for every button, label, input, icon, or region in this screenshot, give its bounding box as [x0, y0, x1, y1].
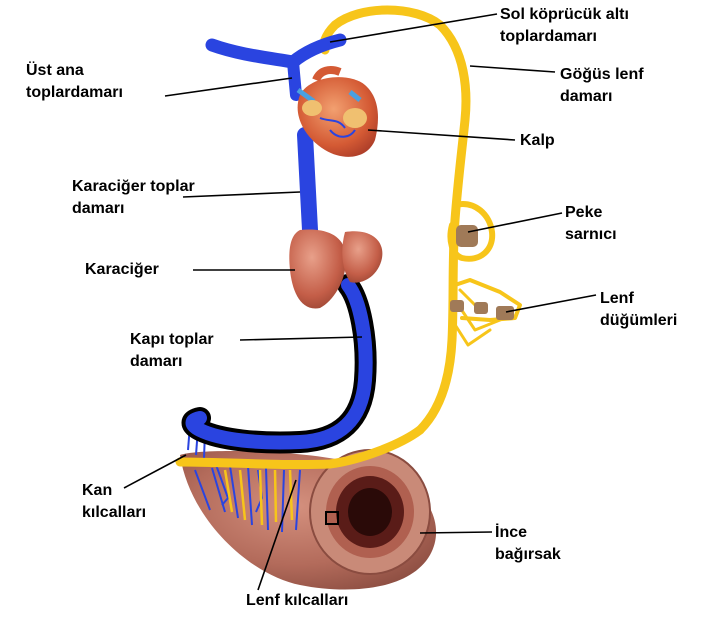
label-kalp: Kalp: [520, 130, 555, 152]
liver: [289, 230, 382, 309]
label-lenf-kilcallari: Lenf kılcalları: [246, 590, 348, 612]
portal-vein-outline: [193, 285, 366, 443]
peke-node: [456, 225, 478, 247]
thoracic-duct: [324, 10, 520, 430]
intestine-lumen-core: [348, 488, 392, 536]
label-karaciger: Karaciğer: [85, 259, 159, 281]
lymph-nodes: [450, 300, 514, 320]
